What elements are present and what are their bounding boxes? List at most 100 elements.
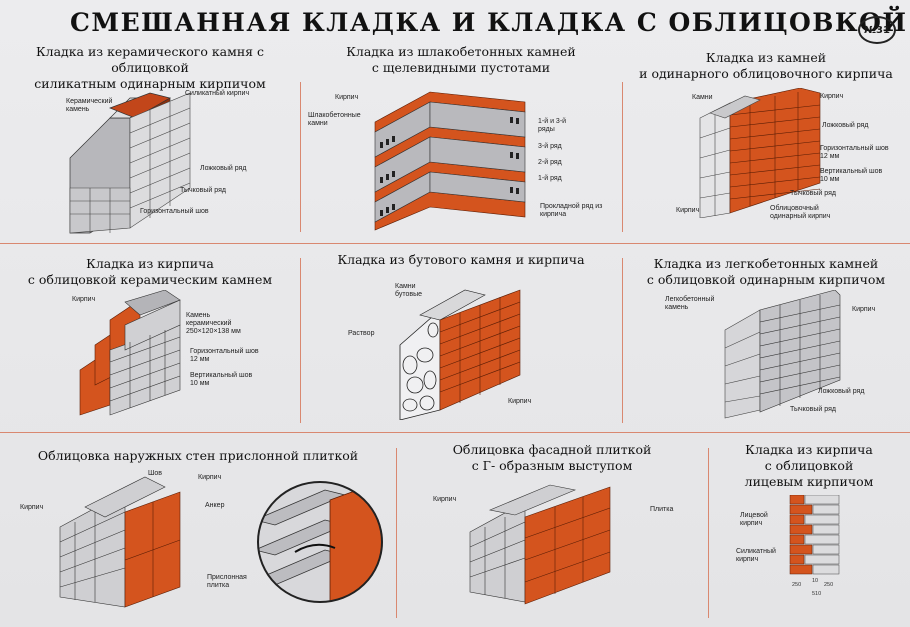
divider-row-1: [0, 243, 910, 244]
panel-8-label-brick: Кирпич: [433, 496, 457, 503]
panel-3-label-brick-top: Кирпич: [820, 93, 844, 100]
panel-1-label-stretcher-row: Ложковый ряд: [200, 165, 247, 172]
rubble-stone-core: [399, 309, 441, 420]
panel-1-title-line2: силикатным одинарным кирпичом: [34, 76, 266, 91]
divider-col-3a: [396, 448, 397, 618]
divider-col-2b: [622, 258, 623, 423]
divider-col-1b: [622, 82, 623, 232]
panel-3-title-line1: Кладка из камней: [705, 50, 827, 65]
panel-7-label-brick-top: Кирпич: [198, 474, 222, 481]
panel-6-label-lightweight-block: Легкобетонный камень: [665, 296, 715, 311]
panel-5-title: Кладка из бутового камня и кирпича: [300, 252, 622, 268]
panel-9-label-silicate-brick: Силикатный кирпич: [736, 548, 776, 563]
panel-3-label-vertical-joint: Вертикальный шов 10 мм: [820, 168, 883, 183]
panel-3-illustration: [690, 88, 830, 218]
panel-8-title: Облицовка фасадной плиткой с Г- образным…: [396, 442, 708, 474]
panel-3-label-header-row: Тычковый ряд: [790, 190, 836, 197]
panel-9-title-line3: лицевым кирпичом: [744, 474, 874, 489]
panel-9-dim-total: 510: [812, 591, 822, 597]
panel-5-title-line1: Кладка из бутового камня и кирпича: [337, 252, 585, 267]
panel-5-label-rubble-stones: Камни бутовые: [395, 283, 423, 298]
panel-4-label-ceramic-stone: Камень керамический 250×120×138 мм: [186, 312, 241, 335]
panel-2-label-row-2: 2-й ряд: [538, 159, 562, 166]
panel-6-title: Кладка из легкобетонных камней с облицов…: [622, 256, 910, 288]
panel-2-label-brick: Кирпич: [335, 94, 359, 101]
panel-7-label-joint: Шов: [148, 470, 163, 477]
poster-number-badge: №31: [858, 16, 896, 44]
slot-voids: [380, 117, 519, 216]
panel-8-label-tile: Плитка: [650, 506, 674, 513]
panel-1-label-horizontal-joint: Горизонтальный шов: [140, 208, 209, 215]
panel-5-label-brick: Кирпич: [508, 398, 532, 405]
panel-2-label-row-1: 1-й ряд: [538, 175, 562, 182]
panel-2-label-slag-blocks: Шлакобетонные камни: [308, 112, 361, 127]
panel-7-label-anchor: Анкер: [205, 502, 225, 509]
panel-2-label-bond-course: Прокладной ряд из кирпича: [540, 203, 603, 218]
panel-4-illustration: [70, 290, 185, 420]
panel-4-title-line1: Кладка из кирпича: [86, 256, 214, 271]
panel-6-label-brick: Кирпич: [852, 306, 876, 313]
facade-tiles: [524, 486, 611, 605]
brick-facing: [439, 289, 521, 411]
panel-4-label-vertical-joint: Вертикальный шов 10 мм: [190, 372, 253, 387]
panel-6-label-stretcher-row: Ложковый ряд: [818, 388, 865, 395]
panel-3-label-facing-brick: Облицовочный одинарный кирпич: [770, 205, 831, 220]
face-brick-column: [789, 495, 813, 575]
panel-6-label-header-row: Тычковый ряд: [790, 406, 836, 413]
panel-3-label-horizontal-joint: Горизонтальный шов 12 мм: [820, 145, 889, 160]
panel-9-title-line1: Кладка из кирпича: [745, 442, 873, 457]
panel-9-dim-right: 250: [824, 582, 834, 588]
detail-facing-tile: [329, 482, 382, 602]
panel-8-illustration: [465, 482, 615, 607]
silicate-brick-column: [804, 495, 840, 575]
panel-1-title-line1: Кладка из керамического камня с облицовк…: [35, 44, 265, 75]
poster-title: СМЕШАННАЯ КЛАДКА И КЛАДКА С ОБЛИЦОВКОЙ: [70, 8, 908, 37]
panel-7-label-brick-left: Кирпич: [20, 504, 44, 511]
panel-3-label-brick-bottom: Кирпич: [676, 207, 700, 214]
panel-9-title: Кладка из кирпича с облицовкой лицевым к…: [708, 442, 910, 490]
panel-4-label-brick: Кирпич: [72, 296, 96, 303]
panel-7-detail-magnifier: [255, 480, 385, 605]
anchor-icon: [294, 543, 336, 553]
stone-blocks: [699, 102, 731, 218]
lightweight-concrete-blocks: [724, 309, 761, 419]
panel-1-label-silicate-brick: Силикатный кирпич: [185, 90, 250, 97]
panel-9-title-line2: с облицовкой: [764, 458, 854, 473]
panel-3-label-stretcher-row: Ложковый ряд: [822, 122, 869, 129]
facing-tile: [124, 491, 181, 608]
top-stepped-blocks: [709, 95, 761, 119]
panel-4-label-horizontal-joint: Горизонтальный шов 12 мм: [190, 348, 259, 363]
panel-4-title-line2: с облицовкой керамическим камнем: [27, 272, 273, 287]
panel-2-illustration: [370, 82, 530, 232]
panel-6-illustration: [715, 290, 845, 420]
panel-3-title-line2: и одинарного облицовочного кирпича: [639, 66, 893, 81]
panel-8-title-line1: Облицовка фасадной плиткой: [452, 442, 652, 457]
panel-1-label-ceramic-stone: Керамический камень: [66, 98, 113, 113]
panel-2-title-line1: Кладка из шлакобетонных камней: [346, 44, 576, 59]
panel-2-title-line2: с щелевидными пустотами: [371, 60, 551, 75]
panel-9-illustration: [785, 495, 845, 580]
divider-row-2: [0, 432, 910, 433]
panel-3-title: Кладка из камней и одинарного облицовочн…: [622, 50, 910, 82]
ceramic-stone-facing: [109, 299, 181, 416]
facing-brick: [759, 290, 841, 413]
panel-6-title-line2: с облицовкой одинарным кирпичом: [646, 272, 886, 287]
panel-4-title: Кладка из кирпича с облицовкой керамичес…: [0, 256, 300, 288]
panel-9-label-face-brick: Лицевой кирпич: [740, 512, 768, 527]
panel-5-label-mortar: Раствор: [348, 330, 375, 337]
facing-brick-wall: [729, 88, 821, 214]
panel-9-dim-left: 250: [792, 582, 802, 588]
divider-col-2a: [300, 258, 301, 423]
panel-2-label-row-3: 3-й ряд: [538, 143, 562, 150]
brick-core-wall: [469, 484, 577, 603]
panel-2-title: Кладка из шлакобетонных камней с щелевид…: [300, 44, 622, 76]
divider-col-1a: [300, 82, 301, 232]
panel-1-illustration: [40, 88, 240, 238]
panel-7-title-line1: Облицовка наружных стен прислонной плитк…: [37, 448, 359, 463]
panel-3-label-stones: Камни: [692, 94, 713, 101]
panel-7-label-tile: Прислонная плитка: [207, 574, 247, 589]
detail-brick-rows: [258, 489, 347, 586]
divider-col-3b: [708, 448, 709, 618]
brick-stepped-wall: [59, 476, 166, 608]
